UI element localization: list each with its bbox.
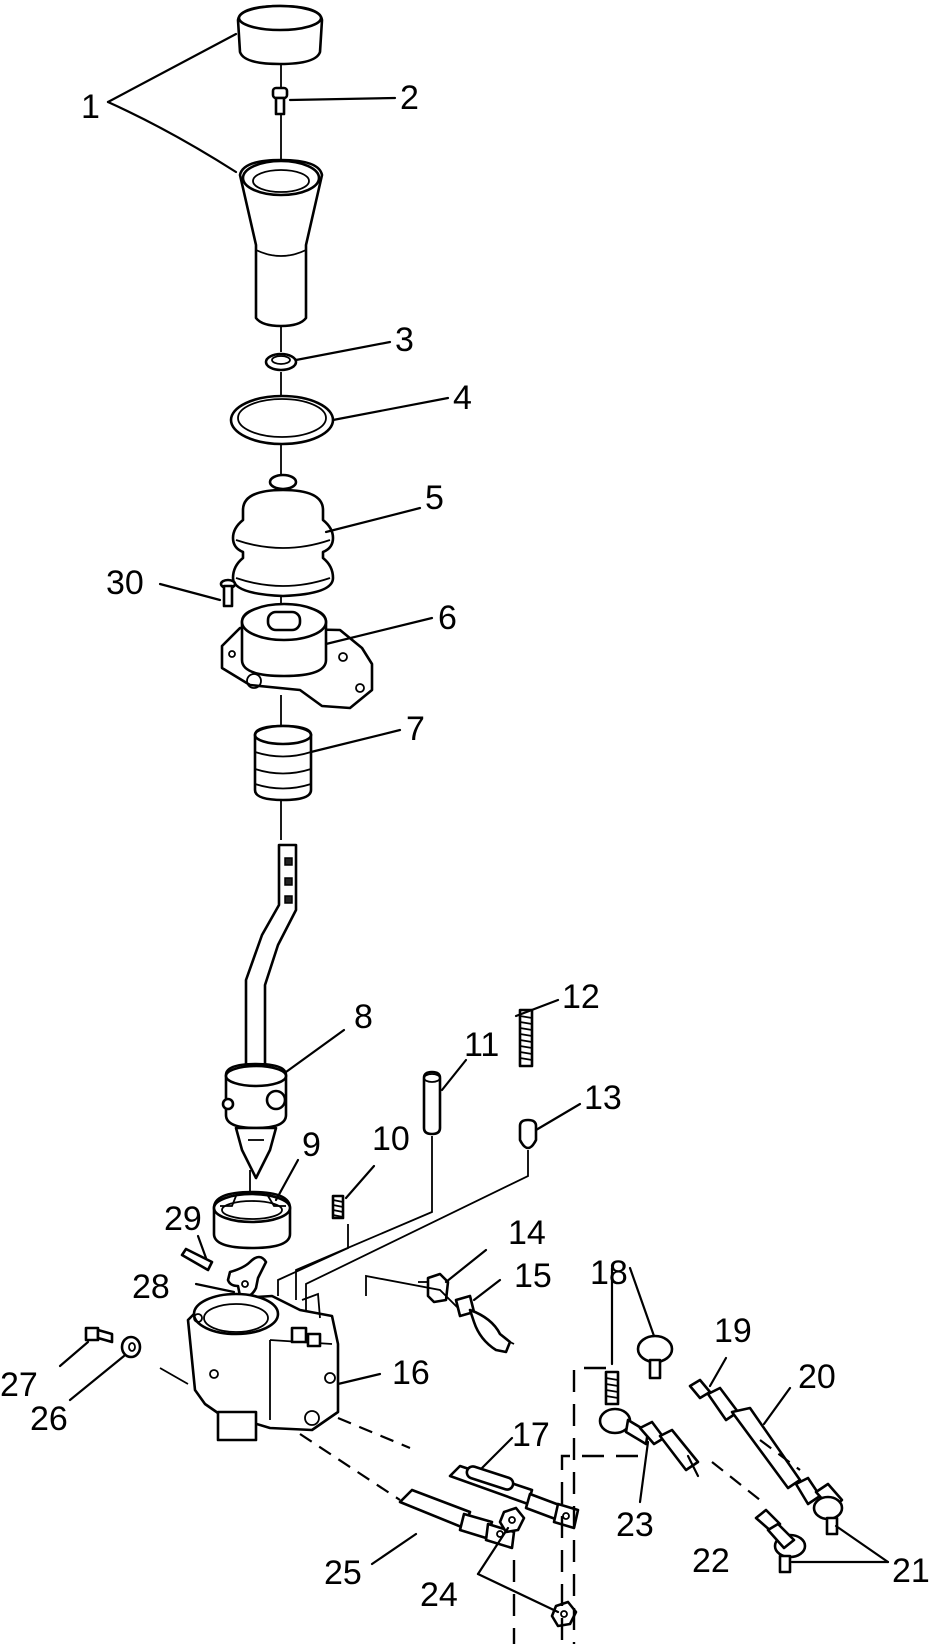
lever-28 — [226, 1255, 268, 1299]
nut-24-lower — [550, 1600, 578, 1628]
callout-22: 22 — [692, 1542, 730, 1580]
bracket-housing-6 — [220, 602, 374, 710]
callout-24: 24 — [420, 1576, 458, 1614]
callout-21: 21 — [892, 1552, 930, 1590]
bolt-27 — [84, 1326, 114, 1344]
tie-rod-20 — [688, 1378, 822, 1506]
callout-19: 19 — [714, 1312, 752, 1350]
knob-cap — [236, 4, 324, 66]
ball-joint-21-lower — [754, 1508, 807, 1574]
cable-25 — [398, 1488, 516, 1550]
callout-27: 27 — [0, 1366, 38, 1404]
shift-lever-8 — [221, 843, 298, 1180]
gear-case-16 — [186, 1292, 340, 1442]
callout-5: 5 — [425, 479, 444, 517]
pin-29 — [180, 1247, 214, 1272]
callout-9: 9 — [302, 1126, 321, 1164]
callout-28: 28 — [132, 1268, 170, 1306]
callout-17: 17 — [512, 1416, 550, 1454]
large-ring-4 — [229, 394, 335, 446]
callout-30: 30 — [106, 564, 144, 602]
callout-14: 14 — [508, 1214, 546, 1252]
cup-9 — [212, 1190, 292, 1250]
callout-10: 10 — [372, 1120, 410, 1158]
boot-5 — [231, 473, 335, 598]
tie-rod-22 — [638, 1420, 700, 1472]
callout-1: 1 — [81, 88, 100, 126]
callout-15: 15 — [514, 1257, 552, 1295]
spring-10 — [331, 1194, 345, 1220]
callout-7: 7 — [406, 710, 425, 748]
callout-6: 6 — [438, 599, 457, 637]
screw-30 — [219, 578, 237, 608]
callout-13: 13 — [584, 1079, 622, 1117]
nut-24-upper — [498, 1506, 526, 1534]
rod-end-18-upper — [636, 1334, 674, 1380]
callout-29: 29 — [164, 1200, 202, 1238]
ball-joint-21-upper — [812, 1482, 844, 1536]
dashed-routing — [512, 1366, 801, 1644]
switch-14 — [418, 1272, 450, 1304]
callout-23: 23 — [616, 1506, 654, 1544]
pin-13 — [518, 1118, 538, 1150]
connection-lines — [159, 1136, 529, 1501]
stud-12 — [518, 1008, 534, 1068]
pin-11 — [422, 1070, 442, 1136]
bushing-7 — [253, 724, 313, 802]
washer-26 — [120, 1335, 142, 1359]
callout-11: 11 — [464, 1026, 499, 1064]
callout-26: 26 — [30, 1400, 68, 1438]
callout-4: 4 — [453, 379, 472, 417]
connector-15 — [454, 1294, 515, 1354]
callout-3: 3 — [395, 321, 414, 359]
small-ring-3 — [264, 352, 298, 372]
callout-25: 25 — [324, 1554, 362, 1592]
callout-18: 18 — [590, 1254, 628, 1292]
knob-handle — [238, 158, 324, 328]
callout-2: 2 — [400, 79, 419, 117]
callout-16: 16 — [392, 1354, 430, 1392]
callout-20: 20 — [798, 1358, 836, 1396]
leader-lines — [58, 32, 890, 1614]
screw-2 — [271, 86, 289, 116]
cable-17 — [448, 1464, 580, 1530]
rod-end-18-lower — [598, 1370, 650, 1446]
callout-12: 12 — [562, 978, 600, 1016]
callout-8: 8 — [354, 998, 373, 1036]
